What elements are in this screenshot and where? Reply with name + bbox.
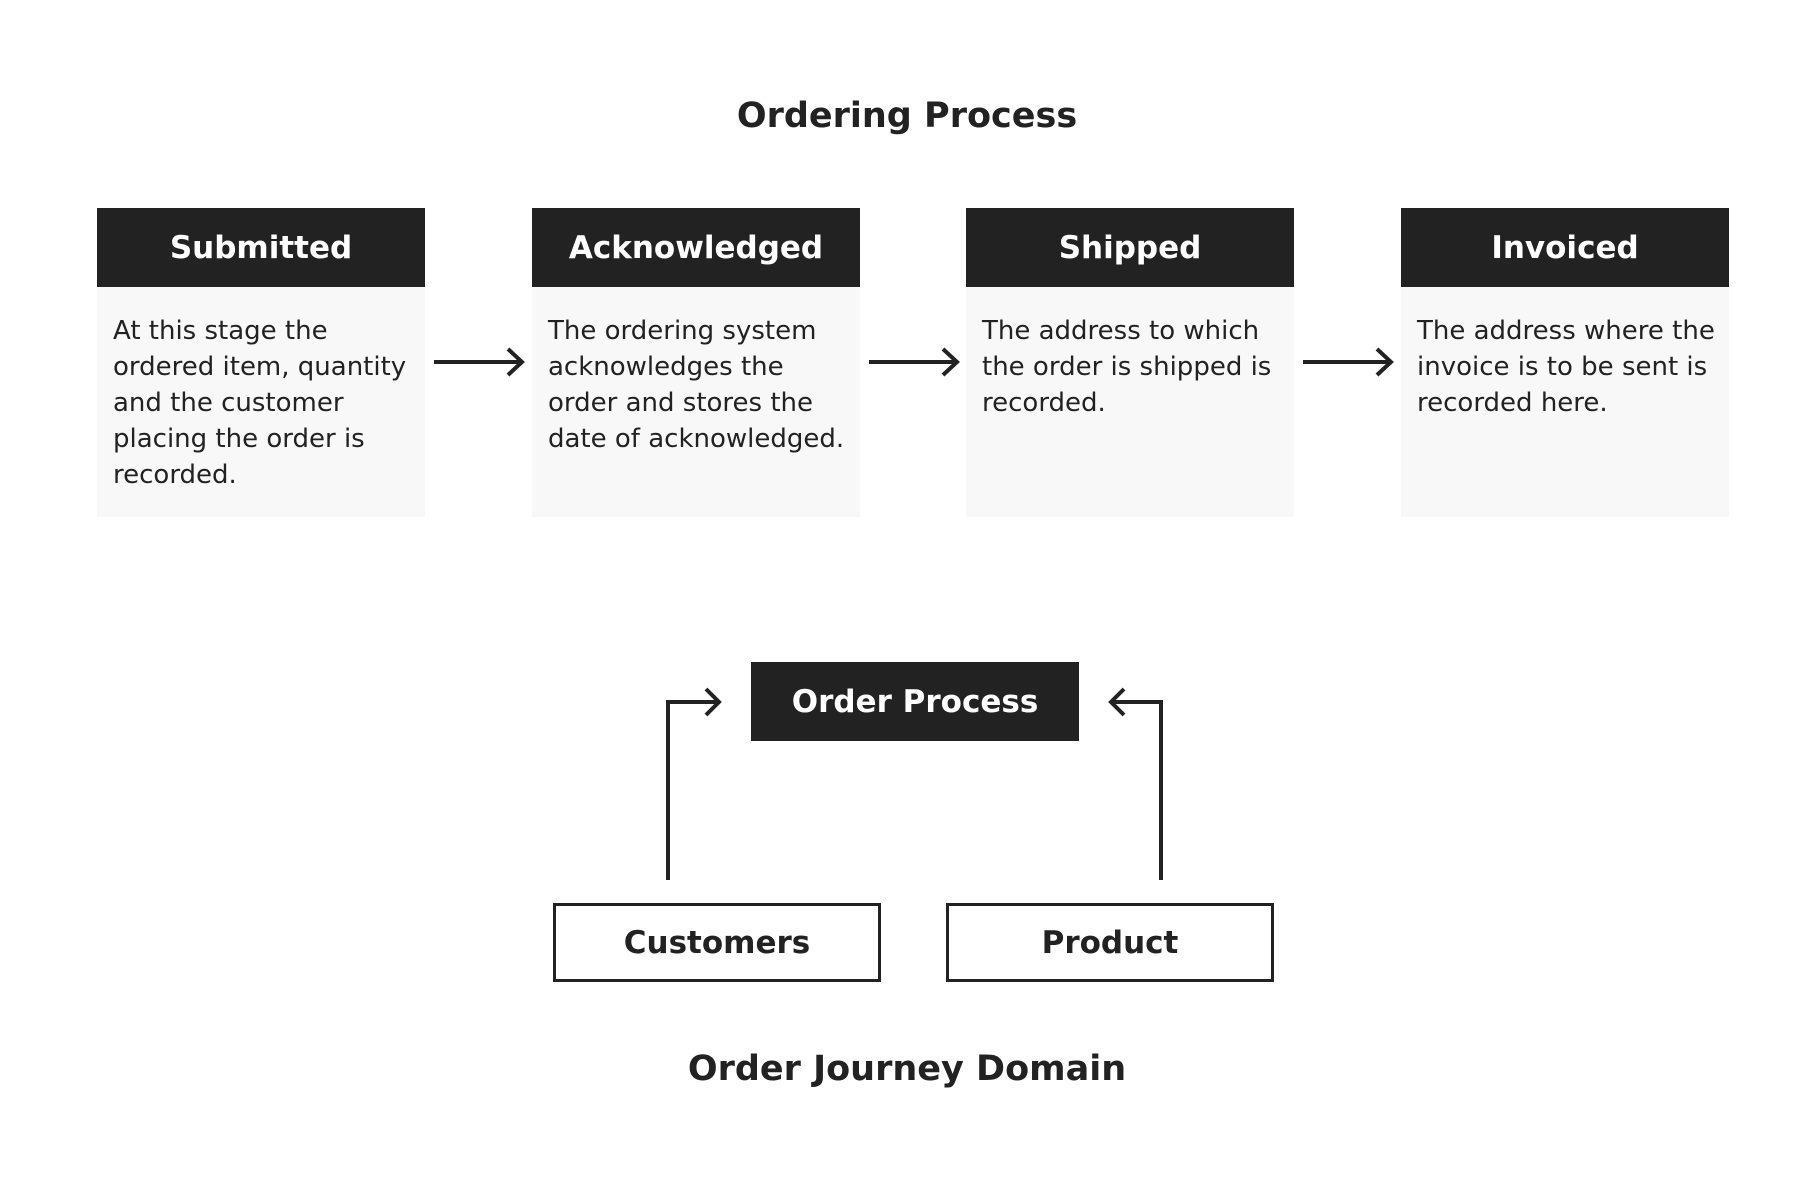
stage-acknowledged: Acknowledged The ordering system acknowl… (532, 208, 860, 517)
customers-node: Customers (553, 903, 881, 982)
arrow-submitted-to-acknowledged-icon (434, 347, 525, 377)
arrow-customers-to-order-process-icon (666, 687, 722, 880)
stage-description: The address to which the order is shippe… (966, 287, 1294, 517)
stage-submitted: Submitted At this stage the ordered item… (97, 208, 425, 517)
order-process-node: Order Process (751, 662, 1079, 741)
stage-description: The ordering system acknowledges the ord… (532, 287, 860, 517)
stage-header: Invoiced (1401, 208, 1729, 287)
stage-invoiced: Invoiced The address where the invoice i… (1401, 208, 1729, 517)
stage-header: Shipped (966, 208, 1294, 287)
stage-description: At this stage the ordered item, quantity… (97, 287, 425, 517)
arrow-acknowledged-to-shipped-icon (869, 347, 960, 377)
arrow-product-to-order-process-icon (1108, 687, 1163, 880)
stage-shipped: Shipped The address to which the order i… (966, 208, 1294, 517)
diagram-title-bottom: Order Journey Domain (687, 1049, 1127, 1089)
product-node: Product (946, 903, 1274, 982)
diagram-title-top: Ordering Process (736, 96, 1078, 136)
arrow-shipped-to-invoiced-icon (1303, 347, 1394, 377)
stage-header: Submitted (97, 208, 425, 287)
stage-description: The address where the invoice is to be s… (1401, 287, 1729, 517)
stage-header: Acknowledged (532, 208, 860, 287)
